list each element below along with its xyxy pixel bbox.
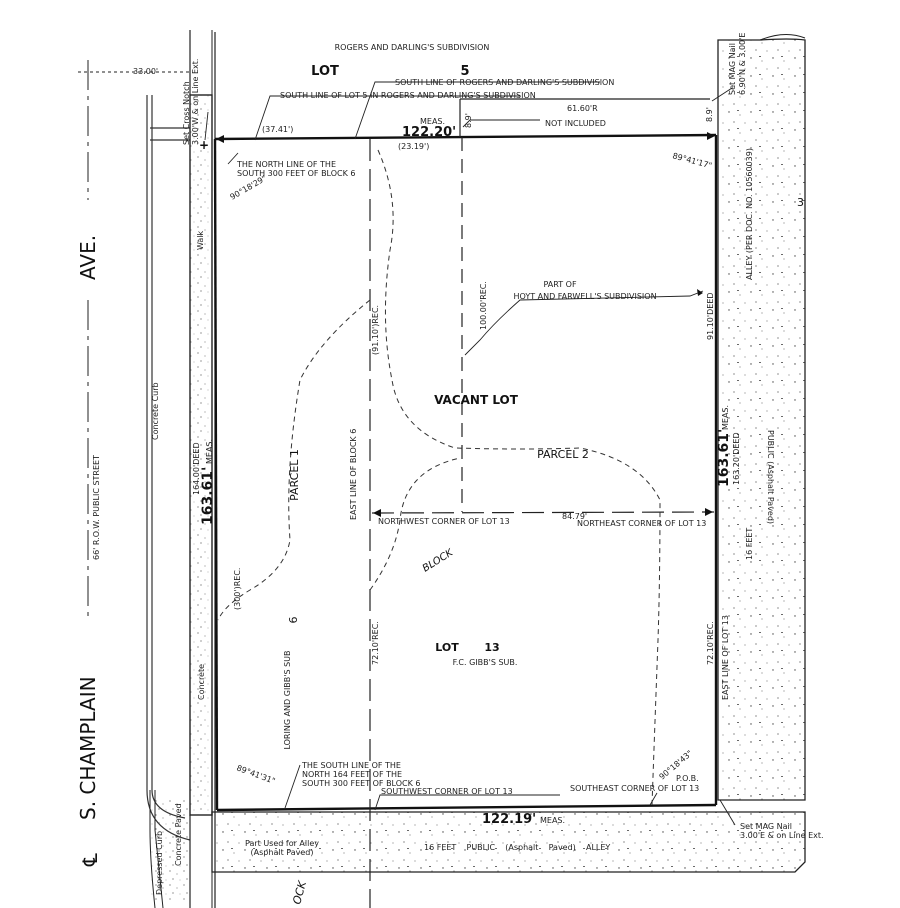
cross-notch-symbol: + xyxy=(199,138,209,152)
street-offset: 33.00' xyxy=(133,67,158,76)
depressed-curb-label: Depressed Curb xyxy=(155,831,164,895)
dim-89-mid: 8.9' xyxy=(464,113,473,128)
pob-label: P.O.B. xyxy=(676,774,699,783)
se-corner-label: SOUTHEAST CORNER OF LOT 13 xyxy=(570,784,699,793)
lot-13-label: LOT xyxy=(435,641,459,654)
dim-23: (23.19') xyxy=(398,142,429,151)
dim-100-rec: 100.00'REC. xyxy=(479,281,488,330)
alley-east xyxy=(717,34,806,801)
south-line-n164-2: NORTH 164 FEET OF THE xyxy=(302,770,402,779)
depressed-curb-area xyxy=(149,790,213,908)
right-deed: 163.20'DEED xyxy=(732,432,741,485)
dimension-ticks xyxy=(216,132,715,517)
right-meas-suffix: MEAS. xyxy=(721,405,730,430)
parcel-1-label: PARCEL 1 xyxy=(288,449,301,501)
angle-ne: 89°41'17" xyxy=(671,151,712,170)
sixteen-feet-vert: 16 FEET xyxy=(745,528,754,560)
dim-7210-right: 72.10'REC. xyxy=(706,621,715,665)
ock-fragment: OCK xyxy=(290,879,309,906)
cross-notch-offset: 3.00'W & on Line Ext. xyxy=(191,59,200,145)
south-line-lot5-text: SOUTH LINE OF LOT 5 IN ROGERS AND DARLIN… xyxy=(280,91,536,100)
centerline-symbol: ℄ xyxy=(78,853,102,867)
dim-9110-rec: (91.10')REC. xyxy=(371,305,380,355)
dim-7210-left: 72.10'REC. xyxy=(371,621,380,665)
south-line-n164-3: SOUTH 300 FEET OF BLOCK 6 xyxy=(302,779,421,788)
parcel-2-label: PARCEL 2 xyxy=(537,448,589,461)
left-deed: 164.00'DEED xyxy=(192,442,201,495)
lot-5-label: LOT xyxy=(311,64,339,79)
east-line-lot13: EAST LINE OF LOT 13 xyxy=(721,615,730,700)
row-note: 66' R.O.W. PUBLIC STREET xyxy=(92,455,101,560)
left-measurement: 163.61' xyxy=(200,467,216,525)
doc-number: ALLEY (PER DOC. NO. 10560039) xyxy=(745,148,754,280)
hoyt-farwell-label: HOYT AND FARWELL'S SUBDIVISION xyxy=(513,292,656,301)
loring-gibb-label: LORING AND GIBB'S SUB xyxy=(283,650,292,749)
north-line-1: THE NORTH LINE OF THE xyxy=(236,160,336,169)
dim-300-rec: (300')REC. xyxy=(233,568,242,610)
public-alley-vert: PUBLIC (Asphalt Paved) xyxy=(766,430,775,524)
alley-south xyxy=(211,811,806,873)
subdivision-header: ROGERS AND DARLING'S SUBDIVISION xyxy=(335,43,490,52)
dim-37: (37.41') xyxy=(262,125,293,134)
fc-gibb-label: F.C. GIBB'S SUB. xyxy=(453,658,518,667)
south-line-rogers-text: SOUTH LINE OF ROGERS AND DARLING'S SUBDI… xyxy=(395,78,614,87)
mag-bottom-offset: 3.00'E & on Line Ext. xyxy=(740,831,824,840)
dim-89-top: 8.9' xyxy=(705,107,714,122)
not-included-strip xyxy=(459,98,710,137)
concrete-label: Concrete xyxy=(197,664,206,700)
set-cross-notch-label: Set Cross Notch xyxy=(182,81,191,145)
walk-label: Walk xyxy=(196,230,205,250)
street-name-prefix: S. CHAMPLAIN xyxy=(76,676,100,820)
right-measurement: 163.61' xyxy=(716,429,732,487)
sidewalk-strip xyxy=(189,30,216,908)
dashed-lines xyxy=(369,137,715,908)
block-label: BLOCK xyxy=(421,547,456,575)
bottom-meas-suffix: MEAS. xyxy=(540,816,565,825)
dim-9110-deed: 91.10'DEED xyxy=(706,292,715,340)
part-used-alley-1: Part Used for Alley xyxy=(245,839,319,848)
vacant-lot-label: VACANT LOT xyxy=(434,393,519,407)
dim-6160: 61.60'R xyxy=(567,104,598,113)
part-of-label: PART OF xyxy=(543,280,576,289)
east-line-block6: EAST LINE OF BLOCK 6 xyxy=(349,429,358,520)
set-mag-top: Set MAG Nail xyxy=(728,43,737,95)
number-3: 3 xyxy=(797,196,804,209)
leader-lines xyxy=(78,71,736,826)
parcel-outlines xyxy=(217,149,661,806)
bottom-measurement: 122.19' xyxy=(482,812,536,827)
dim-8479: 84.79' xyxy=(562,512,587,521)
mag-top-offset: 6.90'N & 3.00'E xyxy=(738,33,747,95)
angle-sw: 89°41'31" xyxy=(235,763,276,785)
concrete-paved-label: Concrete Paved xyxy=(174,803,183,866)
ne-corner-lot13: NORTHEAST CORNER OF LOT 13 xyxy=(577,519,706,528)
north-line-2: SOUTH 300 FEET OF BLOCK 6 xyxy=(237,169,356,178)
street-curbs xyxy=(146,95,191,841)
block-6-number: 6 xyxy=(287,617,300,624)
sw-corner-label: SOUTHWEST CORNER OF LOT 13 xyxy=(381,787,513,796)
part-used-alley-2: (Asphalt Paved) xyxy=(251,848,314,857)
top-measurement: 122.20' xyxy=(402,125,456,140)
bottom-alley-label: 16 FEET PUBLIC (Asphalt Paved) ALLEY xyxy=(424,843,610,852)
not-included-label: NOT INCLUDED xyxy=(545,119,606,128)
lot-5-number: 5 xyxy=(460,64,469,79)
set-mag-bottom: Set MAG Nail xyxy=(740,822,792,831)
concrete-curb-label: Concrete Curb xyxy=(151,382,160,440)
meas-label: MEAS. xyxy=(420,117,445,126)
nw-corner-lot13: NORTHWEST CORNER OF LOT 13 xyxy=(378,517,510,526)
lot-boundary xyxy=(213,133,718,812)
lot-13-number: 13 xyxy=(484,641,499,654)
street-name-suffix: AVE. xyxy=(76,235,100,280)
left-meas-suffix: MEAS. xyxy=(205,439,214,464)
south-line-n164-1: THE SOUTH LINE OF THE xyxy=(301,761,401,770)
